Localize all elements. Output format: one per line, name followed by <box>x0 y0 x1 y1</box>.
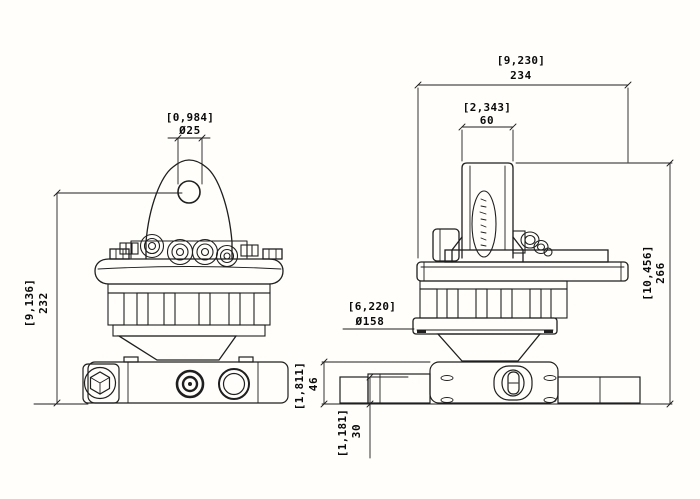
dim-side-height <box>321 159 674 408</box>
shackle-plate <box>145 159 233 260</box>
side-lower-flange <box>412 317 558 335</box>
label-clamp-height-inch: [1,811] <box>293 362 306 410</box>
dim-bracket-width <box>458 123 517 162</box>
label-side-height-mm: 266 <box>654 262 667 284</box>
front-transition-cone <box>116 335 238 361</box>
front-clamp <box>82 356 289 404</box>
side-bracket <box>432 162 553 263</box>
label-flange-diameter-inch: [6,220] <box>348 300 396 313</box>
front-view-ribs <box>107 283 271 337</box>
dim-clamp-end-height <box>366 373 409 459</box>
dimension-lines <box>33 81 674 459</box>
hose-fitting <box>512 230 553 257</box>
label-link-hole-inch: [0,984] <box>166 111 214 124</box>
label-clamp-height-mm: 46 <box>307 377 320 391</box>
hex-bolt <box>83 366 117 400</box>
hydraulic-fittings <box>119 233 259 268</box>
top-flange <box>94 248 284 285</box>
front-view <box>82 159 289 404</box>
label-bracket-width-mm: 60 <box>480 114 494 127</box>
center-port <box>175 369 205 399</box>
label-front-height-inch: [9,136] <box>23 279 36 327</box>
side-view-ribs <box>419 280 568 319</box>
link-hole <box>177 180 201 204</box>
brand-badge <box>471 190 497 258</box>
dim-link-hole <box>167 134 211 185</box>
side-view <box>339 162 641 404</box>
side-clamp <box>339 361 641 404</box>
label-clamp-end-height-mm: 30 <box>350 424 363 438</box>
dimension-labels: [0,984] Ø25 [9,230] 234 [2,343] 60 [9,13… <box>23 54 667 457</box>
side-transition-cone <box>436 333 542 362</box>
label-overall-width-inch: [9,230] <box>497 54 545 67</box>
dim-clamp-height <box>320 358 431 408</box>
label-clamp-end-height-inch: [1,181] <box>336 409 349 457</box>
brand-badge-text-marks <box>479 198 487 247</box>
dim-front-height <box>33 189 183 407</box>
label-front-height-mm: 232 <box>37 292 50 314</box>
label-bracket-width-inch: [2,343] <box>463 101 511 114</box>
label-overall-width-mm: 234 <box>510 69 532 82</box>
dim-overall-width <box>414 81 632 259</box>
pin-boss <box>493 365 533 401</box>
label-link-hole-mm: Ø25 <box>178 124 201 137</box>
side-port <box>218 368 250 400</box>
label-flange-diameter-mm: Ø158 <box>355 315 385 328</box>
label-side-height-inch: [10,456] <box>641 245 654 300</box>
